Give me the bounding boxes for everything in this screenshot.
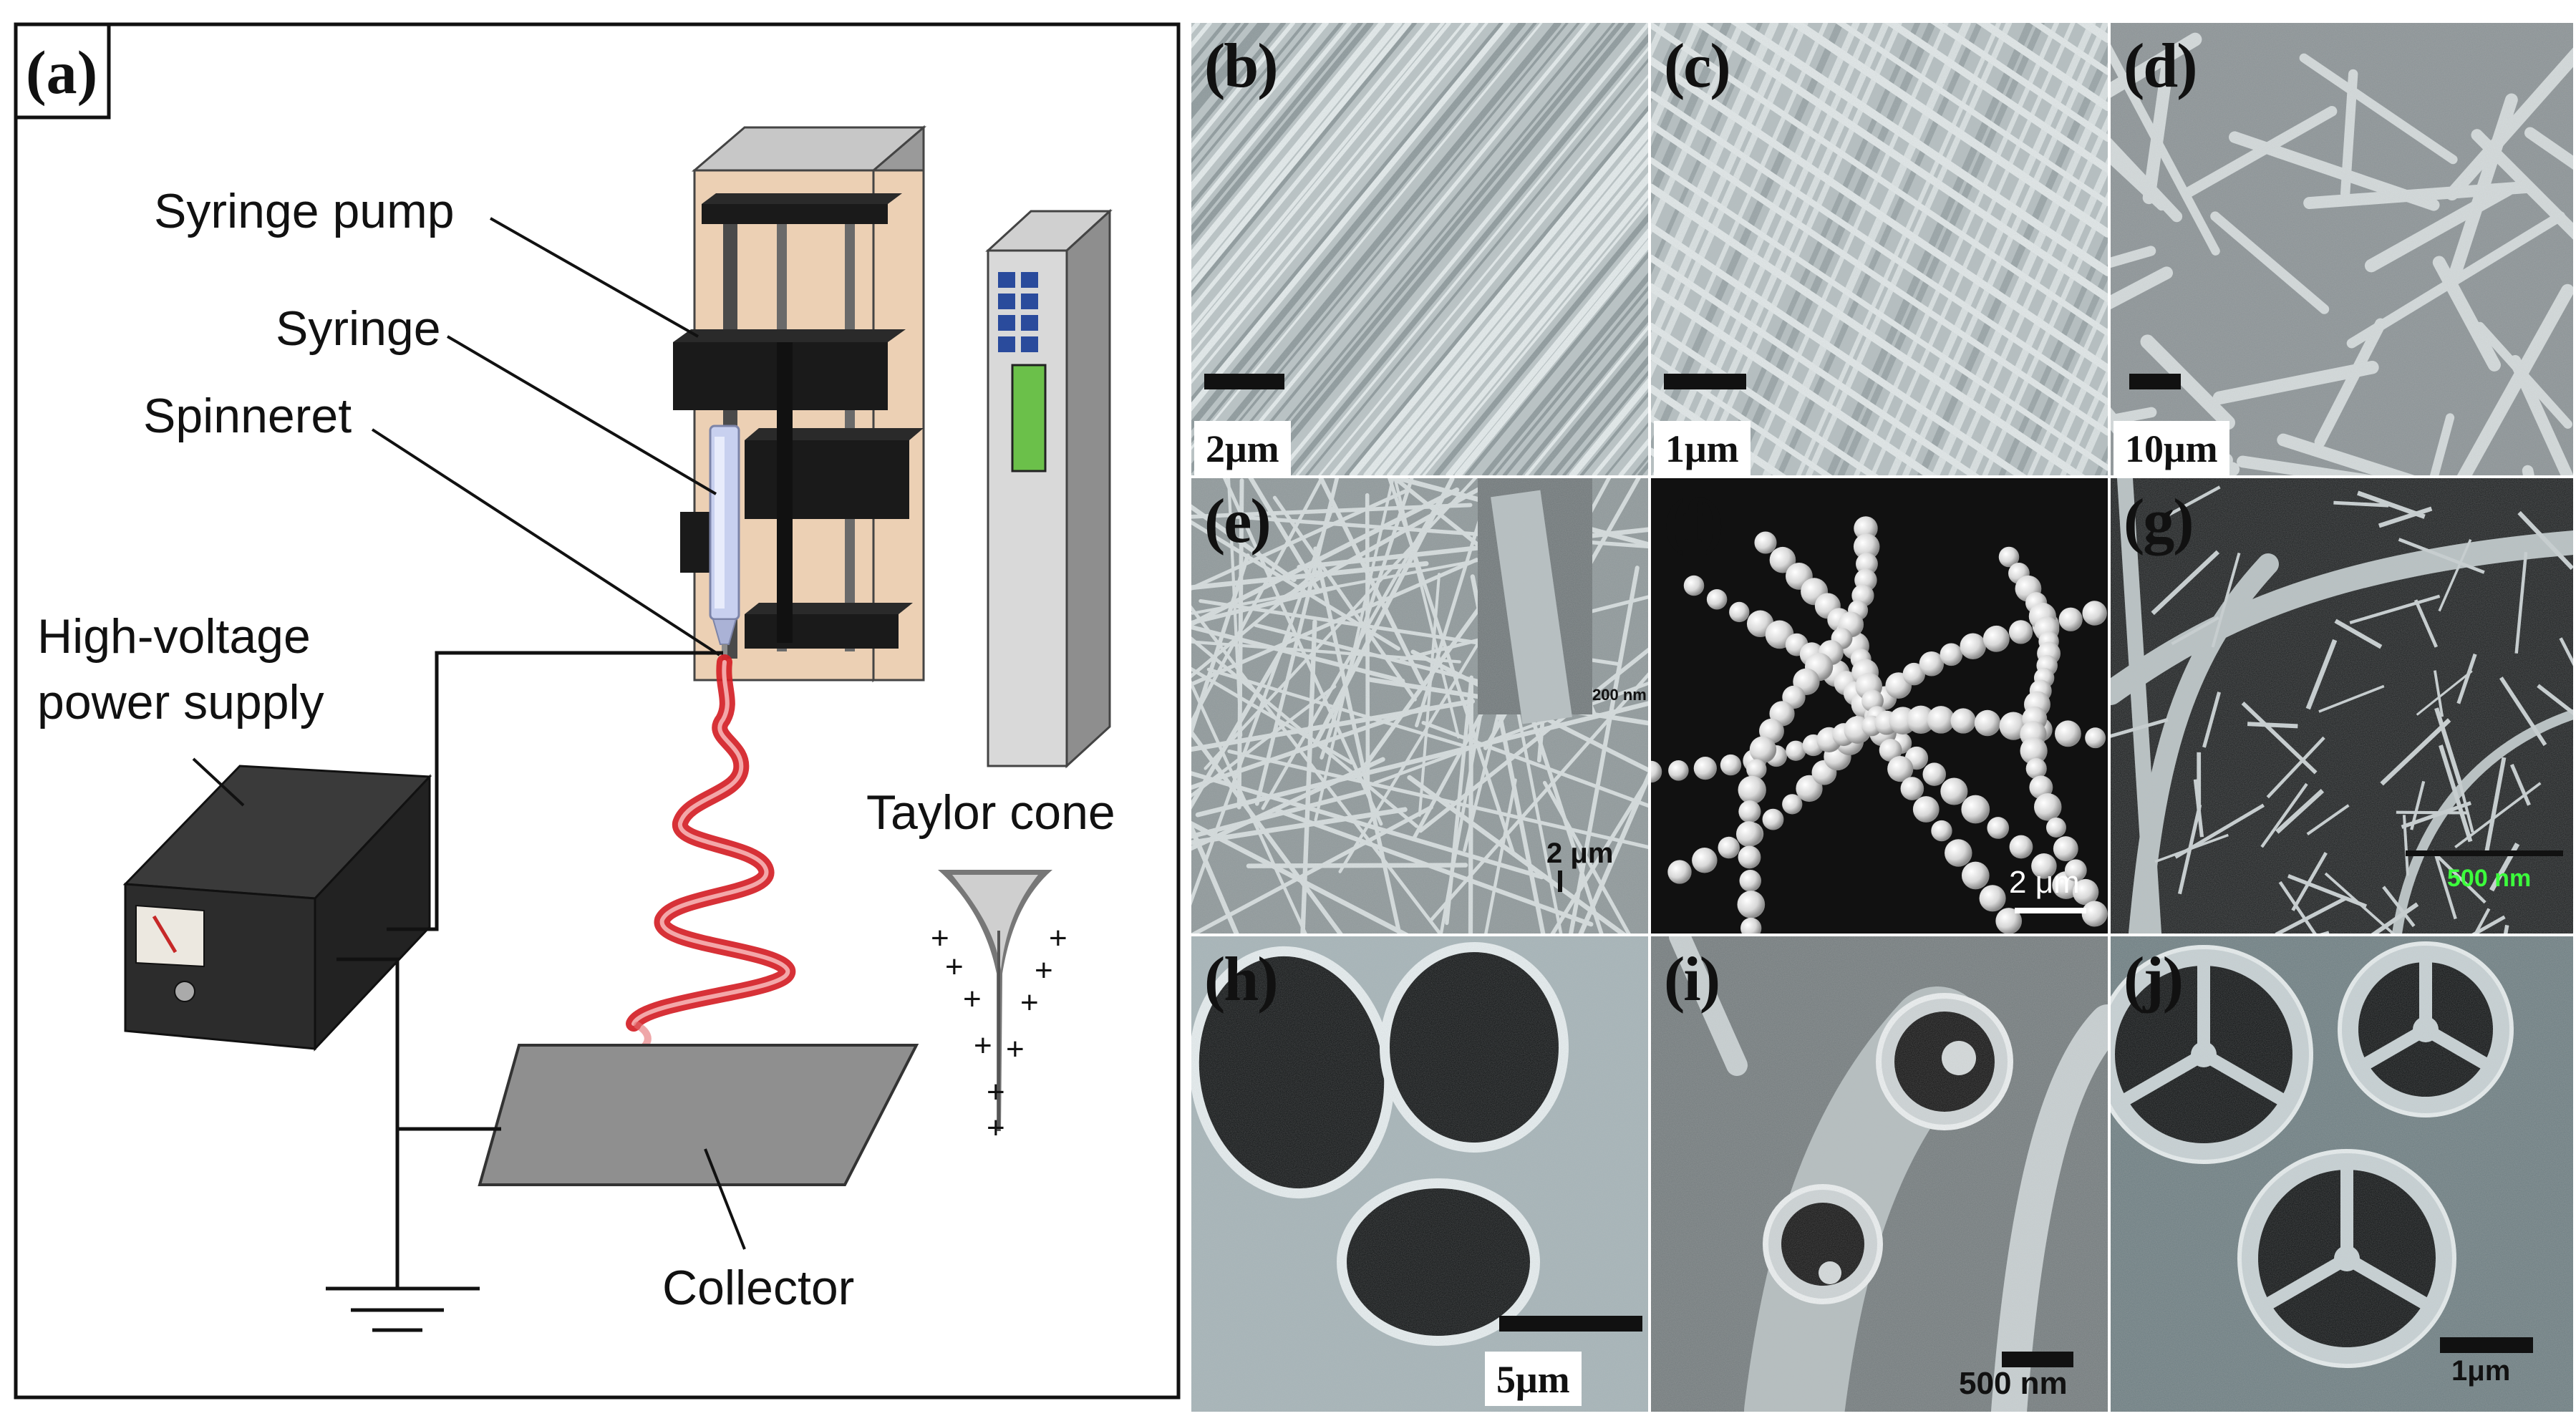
scale-bar: [1664, 374, 1746, 389]
circuit-wires: [336, 651, 723, 1289]
svg-text:+: +: [1035, 953, 1053, 988]
scale-label: 500 nm: [2447, 865, 2532, 892]
power-supply-label-line2: power supply: [37, 675, 324, 729]
syringe: [709, 425, 740, 660]
sem-panel-d: (d) 10μm: [2111, 23, 2573, 475]
display-screen: [1011, 364, 1047, 472]
power-supply-label-line1: High-voltage: [37, 609, 311, 664]
svg-text:+: +: [987, 1110, 1005, 1145]
scale-bar: [1558, 871, 1562, 892]
panel-e-label: (e): [1204, 487, 1272, 556]
scale-label: 10μm: [2113, 421, 2229, 475]
scale-label: 500 nm: [1959, 1366, 2068, 1401]
collector-label: Collector: [662, 1261, 854, 1315]
scale-label: 1μm: [1654, 421, 1751, 475]
panel-c-label: (c): [1664, 31, 1731, 101]
sem-panel-i: (i) 500 nm: [1651, 936, 2108, 1412]
svg-text:+: +: [1020, 985, 1039, 1020]
scale-label: 2 μm: [2009, 865, 2080, 900]
scale-bar: [1204, 374, 1284, 389]
sem-panel-c: (c) 1μm: [1651, 23, 2108, 475]
ground-icon: [326, 1286, 480, 1332]
svg-text:+: +: [963, 981, 982, 1017]
svg-text:+: +: [1049, 921, 1067, 956]
scale-bar: [2002, 1352, 2073, 1367]
power-supply: [122, 765, 432, 1052]
svg-text:+: +: [974, 1028, 992, 1063]
svg-text:+: +: [987, 1075, 1005, 1110]
scale-bar: [2406, 850, 2563, 856]
scale-label: 5μm: [1485, 1352, 1582, 1406]
sem-panel-f: (f) 2 μm: [1651, 478, 2108, 934]
panel-a-label: (a): [26, 38, 97, 107]
svg-text:+: +: [931, 921, 949, 956]
panel-g-label: (g): [2124, 487, 2194, 556]
panel-h-label: (h): [1204, 945, 1279, 1014]
panel-d-label: (d): [2124, 31, 2198, 101]
panel-b-label: (b): [1204, 31, 1279, 101]
taylor-cone-label: Taylor cone: [866, 785, 1115, 840]
scale-bar: [2440, 1337, 2533, 1353]
keypad-icon: [998, 272, 1038, 352]
svg-text:+: +: [945, 949, 964, 984]
panel-i-label: (i): [1664, 945, 1720, 1014]
scale-label: 2μm: [1194, 421, 1291, 475]
leader-lines: [192, 217, 746, 1250]
sem-panel-g: (g) 500 nm: [2111, 478, 2573, 934]
sem-panel-e: (e) 200 nm 2 μm: [1191, 478, 1648, 934]
sem-panel-j: (j) 1μm: [2111, 936, 2573, 1412]
taylor-cone-illustration: ++ ++ ++ ++ ++: [931, 870, 1067, 1145]
electrospinning-setup-diagram: (a): [14, 22, 1181, 1400]
collector-plate: [478, 1044, 919, 1186]
inset-scale-label: 200 nm: [1592, 686, 1647, 704]
syringe-label: Syringe: [276, 301, 441, 356]
panel-f-label: (f): [1664, 487, 1724, 556]
scale-bar: [2129, 374, 2181, 389]
spinneret-label: Spinneret: [143, 389, 352, 443]
scale-label: 1μm: [2451, 1355, 2511, 1387]
scale-bar: [2015, 908, 2086, 913]
panel-j-label: (j): [2124, 945, 2184, 1014]
scale-bar: [1499, 1316, 1642, 1332]
sem-micrograph-grid: (b) 2μm (c) 1μm (d) 10μm (e: [1191, 23, 2573, 1412]
syringe-pump-label: Syringe pump: [154, 184, 455, 238]
svg-text:+: +: [1006, 1032, 1025, 1067]
scale-label: 2 μm: [1546, 838, 1614, 869]
sem-panel-h: (h) 5μm: [1191, 936, 1648, 1412]
sem-panel-b: (b) 2μm: [1191, 23, 1648, 475]
